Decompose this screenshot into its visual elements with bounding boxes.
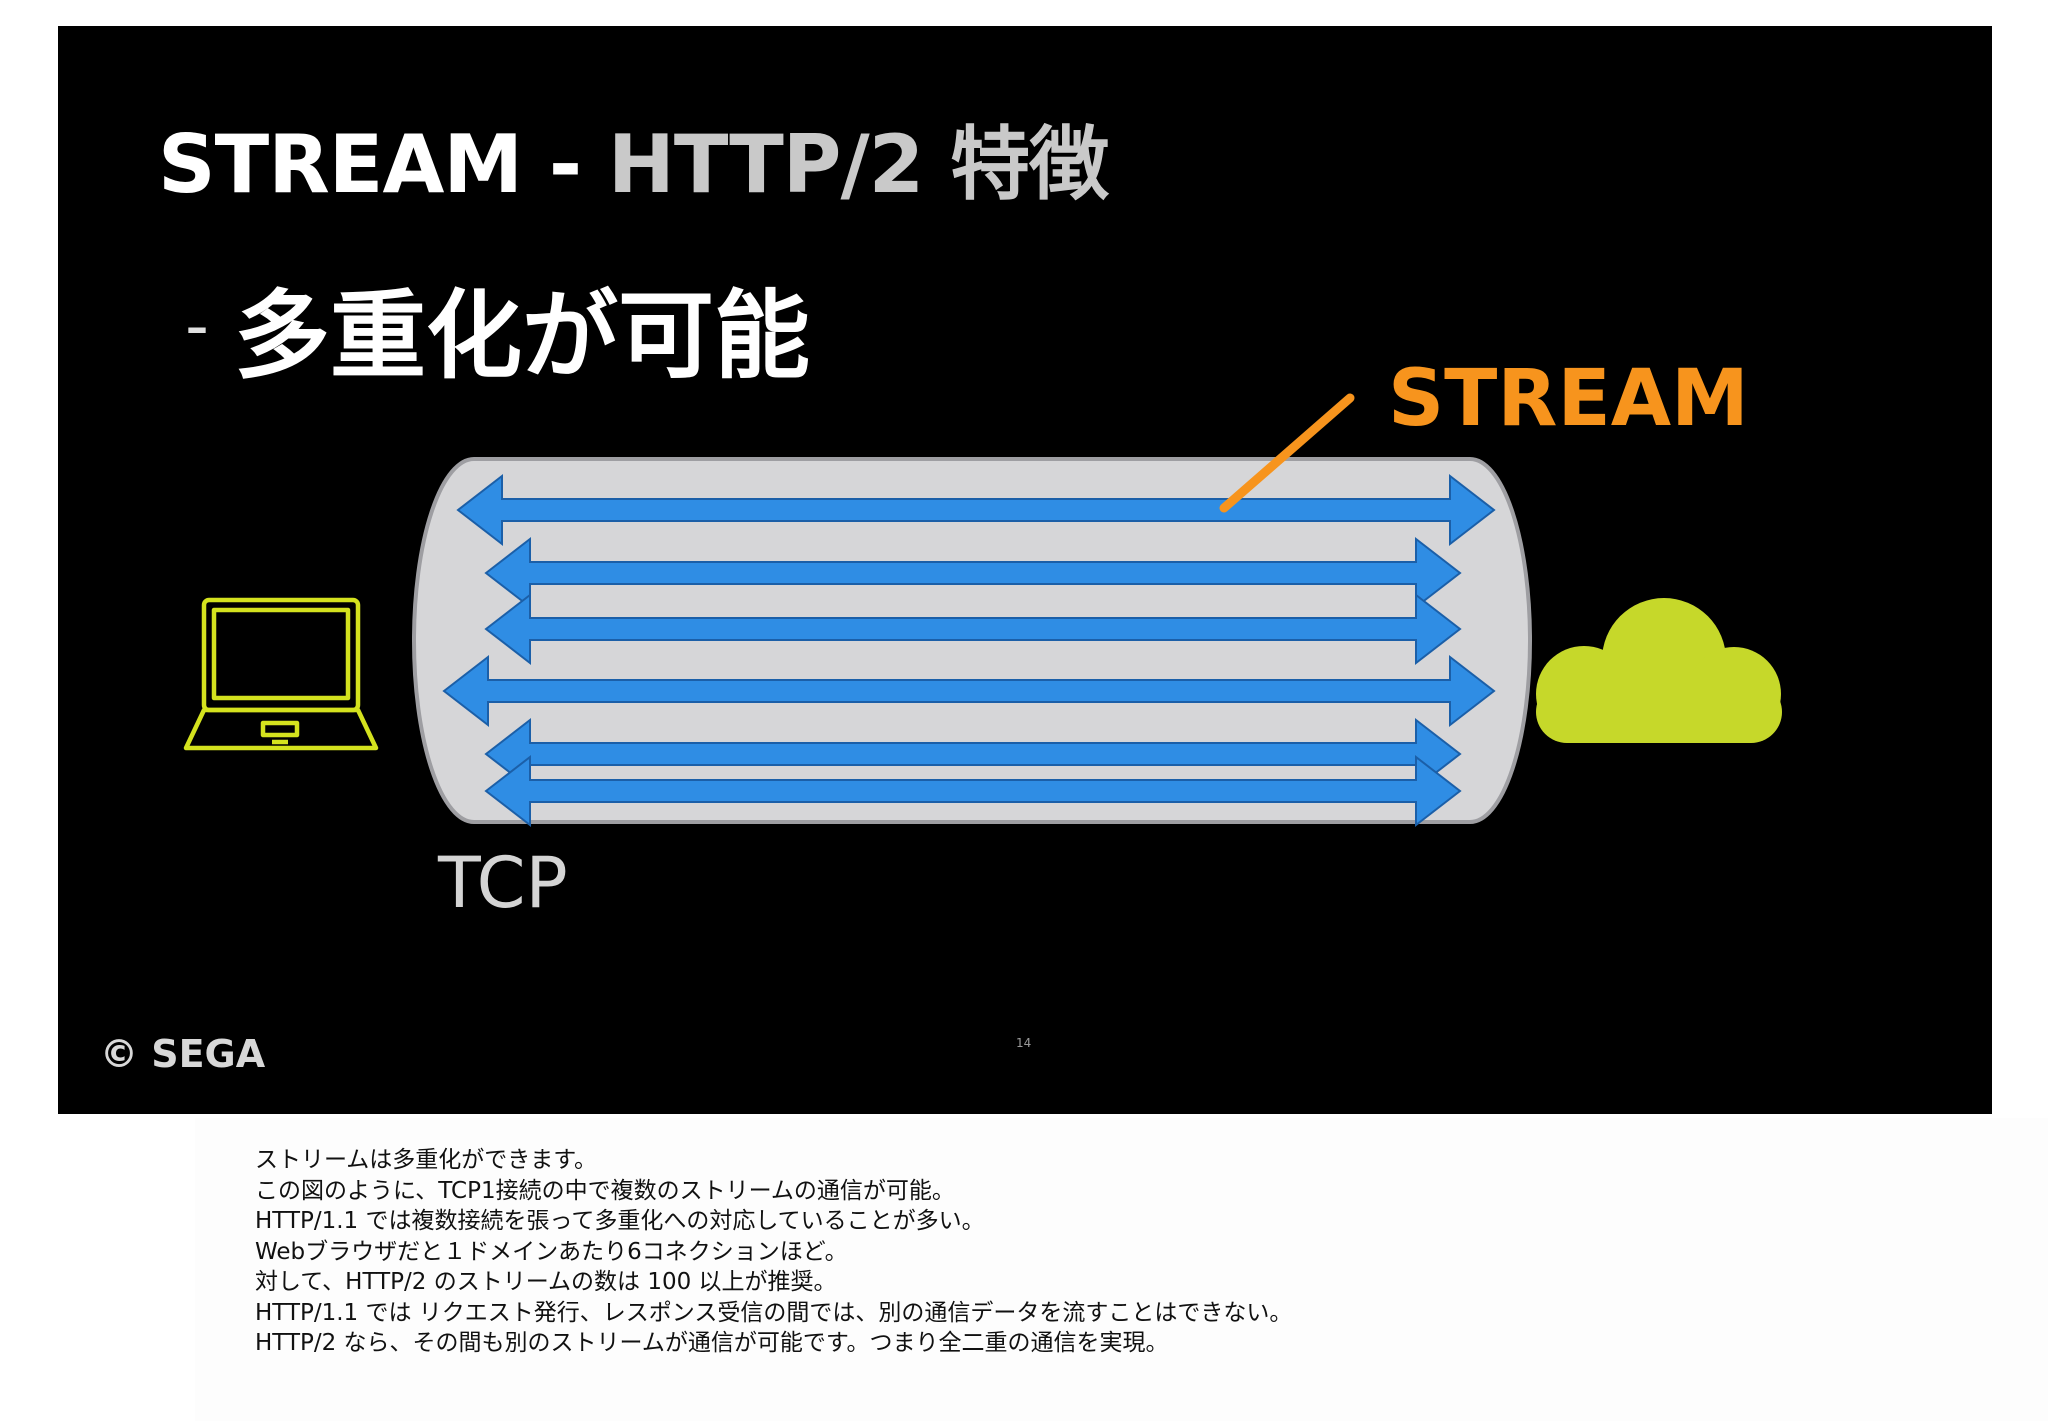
bullet-text: 多重化が可能 (234, 280, 810, 392)
bullet-dash: – (186, 302, 208, 353)
title-separator: - (521, 118, 608, 211)
notes-line: この図のように、TCP1接続の中で複数のストリームの通信が可能。 (255, 1177, 955, 1204)
slide-page-number: 14 (1016, 1036, 1032, 1050)
stream-arrow (456, 473, 1496, 547)
stream-arrow (484, 536, 1462, 610)
copyright-sega: © SEGA (100, 1032, 266, 1076)
notes-line: HTTP/2 なら、その間も別のストリームが通信が可能です。つまり全二重の通信を… (255, 1330, 1169, 1356)
notes-line: Webブラウザだと１ドメインあたり6コネクションほど。 (255, 1238, 848, 1265)
laptop-icon (183, 597, 379, 751)
notes-line: HTTP/1.1 では複数接続を張って多重化への対応していることが多い。 (255, 1208, 985, 1234)
slide: STREAM - HTTP/2 特徴 –多重化が可能 (58, 26, 1992, 1114)
stream-arrows (442, 473, 1496, 828)
stream-pointer-line (1219, 393, 1355, 513)
notes-text: ストリームは多重化ができます。この図のように、TCP1接続の中で複数のストリーム… (255, 1145, 1292, 1359)
bullet-point: –多重化が可能 (186, 258, 810, 397)
stream-arrow (484, 592, 1462, 666)
notes-line: ストリームは多重化ができます。 (255, 1147, 598, 1173)
speaker-notes: ストリームは多重化ができます。この図のように、TCP1接続の中で複数のストリーム… (195, 1118, 2048, 1421)
slide-title: STREAM - HTTP/2 特徴 (158, 100, 1109, 216)
stream-label: STREAM (1388, 354, 1749, 444)
title-http2: HTTP/2 特徴 (607, 118, 1109, 211)
notes-line: HTTP/1.1 では リクエスト発行、レスポンス受信の間では、別の通信データを… (255, 1299, 1293, 1326)
stream-arrow (442, 654, 1496, 728)
tcp-label: TCP (438, 842, 568, 924)
stream-arrow (484, 754, 1462, 828)
multiplex-diagram (183, 393, 1782, 828)
notes-line: 対して、HTTP/2 のストリームの数は 100 以上が推奨。 (255, 1269, 837, 1295)
cloud-icon (1536, 598, 1782, 743)
title-stream: STREAM (158, 118, 523, 211)
